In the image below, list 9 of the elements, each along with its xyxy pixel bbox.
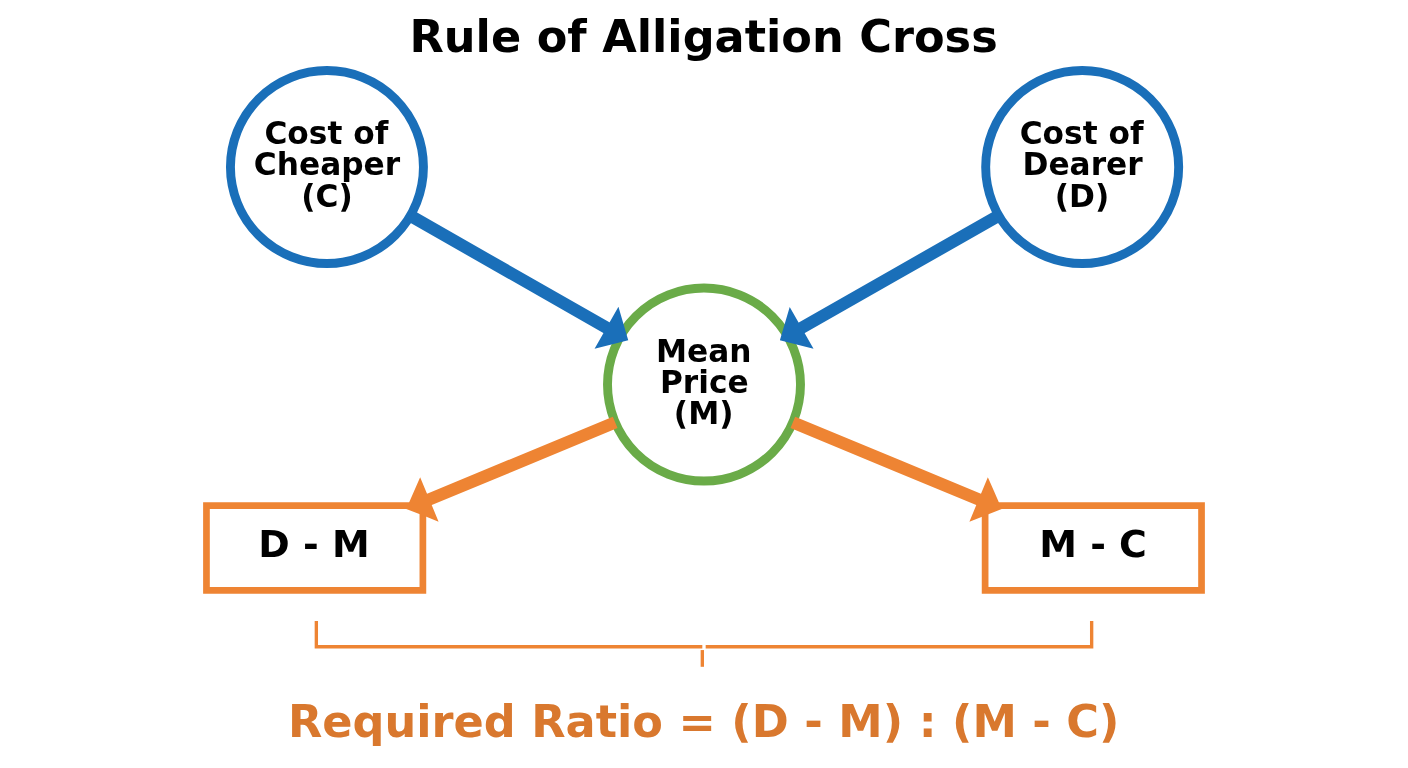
node-box: D - M <box>203 502 427 594</box>
node-circle: Cost of Dearer (D) <box>981 66 1184 268</box>
node-circle: Cost of Cheaper (C) <box>226 66 428 268</box>
arrow <box>406 416 618 522</box>
node-circle: Mean Price (M) <box>603 283 805 486</box>
caption: Required Ratio = (D - M) : (M - C) <box>287 695 1120 748</box>
diagram-title: Rule of Alligation Cross <box>409 10 998 63</box>
node-box: M - C <box>981 502 1205 594</box>
arrow <box>790 416 1002 522</box>
